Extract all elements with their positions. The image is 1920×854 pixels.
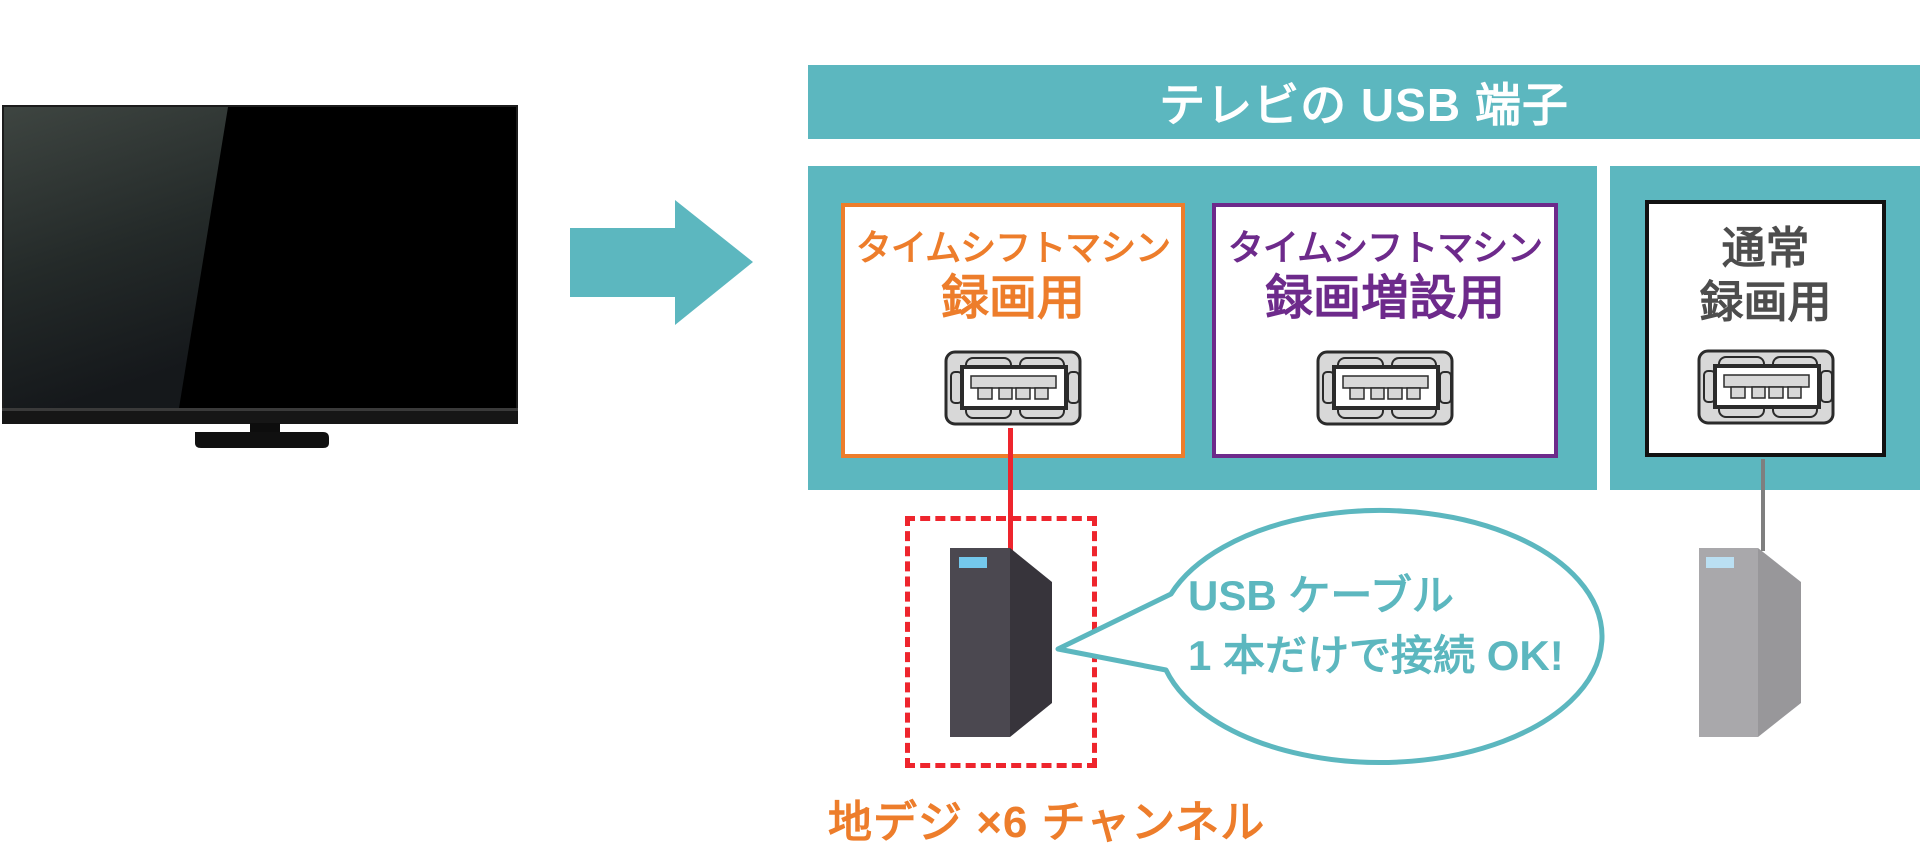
port-label: 通常 録画用 [1700, 222, 1832, 330]
header-title: テレビの USB 端子 [1159, 79, 1569, 131]
port-box-timeshift: タイムシフトマシン 録画用 [841, 203, 1185, 458]
usb-port-icon [1697, 349, 1834, 425]
hdd-side [1010, 548, 1052, 737]
tv-stand-neck [250, 423, 280, 432]
right-arrow-icon [570, 200, 753, 325]
hdd-gray-image [1699, 548, 1801, 737]
port-label-line2: 録画用 [1699, 278, 1832, 327]
hdd-led [959, 557, 987, 568]
callout-bubble [1055, 507, 1605, 765]
port-label-line2: 録画増設用 [1264, 272, 1505, 325]
usb-port-icon [1316, 350, 1454, 426]
hdd-front [1699, 548, 1758, 737]
callout-line2: 1 本だけで接続 OK! [1188, 632, 1564, 679]
usb-port-icon [944, 350, 1082, 426]
port-label-line2: 録画用 [940, 272, 1085, 325]
hdd-front [950, 548, 1010, 737]
port-label: タイムシフトマシン 録画用 [855, 225, 1171, 327]
port-box-normal: 通常 録画用 [1645, 200, 1886, 457]
header-band: テレビの USB 端子 [808, 65, 1920, 139]
usb-cable-red [1008, 428, 1013, 560]
tv-stand-base [195, 432, 329, 448]
callout-text: USB ケーブル 1 本だけで接続 OK! [1188, 566, 1564, 686]
port-label-line1: タイムシフトマシン [1227, 227, 1543, 268]
caption-tuner-channels: 地デジ ×6 チャンネル [828, 798, 1266, 847]
port-box-timeshift-expansion: タイムシフトマシン 録画増設用 [1212, 203, 1558, 458]
port-label-line1: 通常 [1721, 224, 1810, 273]
port-label: タイムシフトマシン 録画増設用 [1227, 225, 1543, 327]
tv-bezel [2, 411, 518, 424]
hdd-dark-image [950, 548, 1052, 737]
hdd-side [1758, 548, 1801, 737]
tv-screen-reflection [4, 107, 228, 408]
tv-bezel-highlight [2, 408, 518, 412]
hdd-led [1706, 557, 1734, 568]
callout-line1: USB ケーブル [1188, 572, 1454, 619]
port-label-line1: タイムシフトマシン [855, 227, 1171, 268]
usb-cable-gray [1761, 459, 1765, 551]
tv-image [2, 105, 518, 448]
